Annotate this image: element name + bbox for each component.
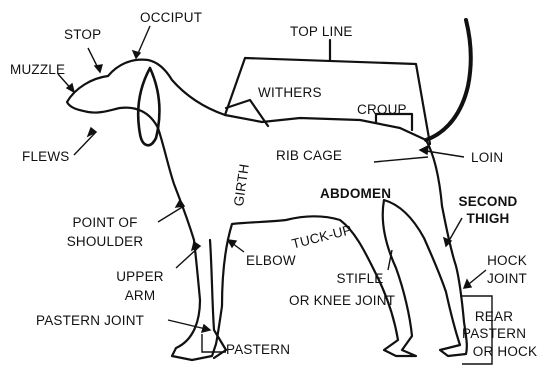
label-loin: LOIN: [471, 149, 503, 166]
label-rear-pastern-line3: OR HOCK: [462, 343, 548, 360]
label-upper-arm-line1: UPPER: [108, 268, 172, 285]
label-rib-cage: RIB CAGE: [276, 147, 342, 164]
label-flews: FLEWS: [22, 148, 70, 165]
label-pastern: PASTERN: [226, 341, 290, 358]
label-elbow: ELBOW: [246, 252, 296, 269]
label-top-line: TOP LINE: [290, 23, 353, 40]
label-upper-arm-line2: ARM: [108, 287, 172, 304]
label-muzzle: MUZZLE: [10, 61, 65, 78]
label-rear-pastern-line2: PASTERN: [462, 325, 526, 342]
label-point-of-shoulder-line1: POINT OF: [54, 214, 156, 231]
label-second-thigh-line1: SECOND: [456, 193, 520, 210]
tail: [426, 20, 471, 140]
label-stop: STOP: [64, 26, 101, 43]
label-withers: WITHERS: [258, 84, 322, 101]
rib-cage-pointer: [374, 157, 428, 162]
label-rear-pastern-line1: REAR: [462, 308, 526, 325]
label-croup: CROUP: [357, 101, 407, 118]
label-hock-joint-line1: HOCK: [482, 252, 532, 269]
label-pastern-joint: PASTERN JOINT: [36, 312, 144, 329]
label-stifle-line2: OR KNEE JOINT: [289, 292, 395, 309]
label-second-thigh-line2: THIGH: [456, 210, 520, 227]
label-abdomen: ABDOMEN: [320, 185, 391, 202]
point-of-shoulder-pointer: [158, 206, 184, 222]
label-occiput: OCCIPUT: [140, 9, 202, 26]
flews-pointer: [74, 132, 96, 155]
label-point-of-shoulder-line2: SHOULDER: [54, 233, 156, 250]
label-hock-joint-line2: JOINT: [482, 270, 532, 287]
label-stifle-line1: STIFLE: [330, 270, 390, 287]
